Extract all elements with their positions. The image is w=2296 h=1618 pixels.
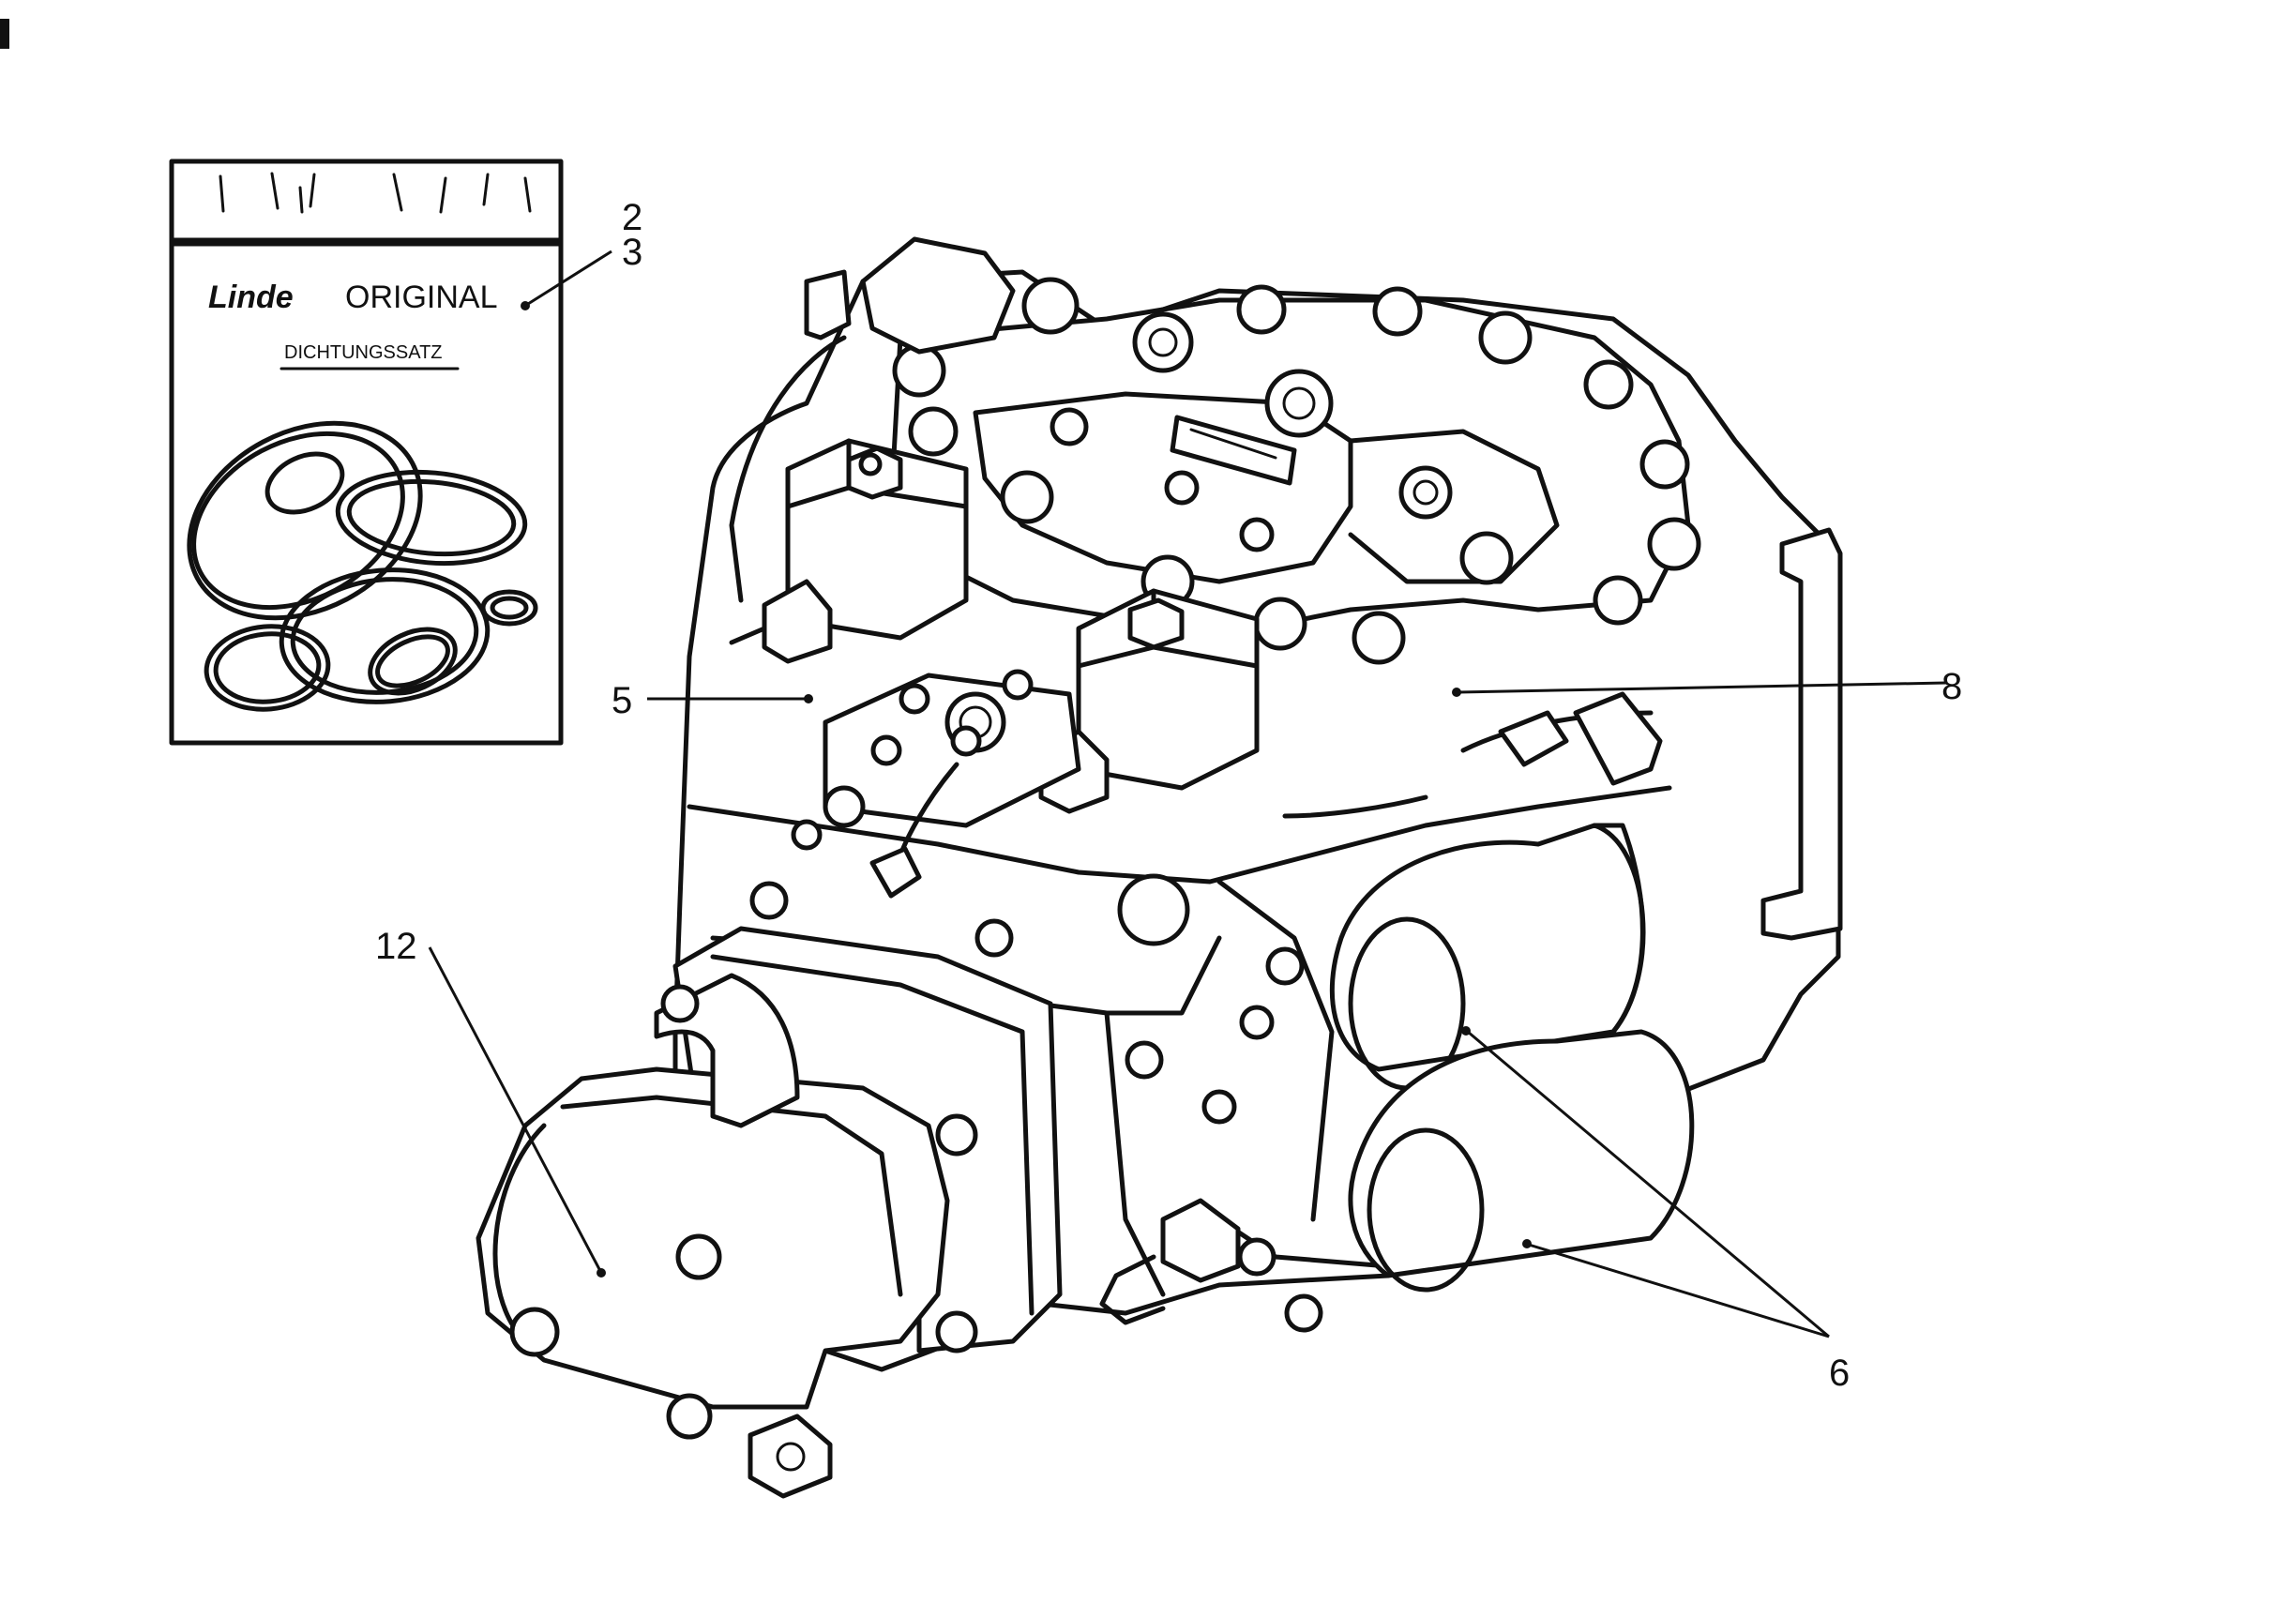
servo-cylinders <box>1329 823 1695 1293</box>
brand-logo: Linde <box>208 280 294 315</box>
callout-labels: 2 3 5 6 8 12 <box>375 197 1962 1394</box>
pump-assembly <box>476 236 1843 1499</box>
rear-flange <box>1760 527 1843 941</box>
callout-2: 2 <box>622 197 642 238</box>
callout-leaders <box>428 250 1947 1338</box>
seal-kit-bag: Linde ORIGINAL DICHTUNGSSATZ <box>169 159 564 746</box>
bag-outline <box>169 159 564 746</box>
adjustment-motor <box>476 926 1063 1499</box>
pipe-stub <box>804 269 852 340</box>
callout-3: 3 <box>622 232 642 273</box>
corner-mark <box>0 19 9 49</box>
bag-crimp-marks <box>219 172 532 214</box>
solenoid-valve-right <box>1015 588 1260 814</box>
manifold-block <box>823 669 1081 828</box>
pressure-fitting <box>1099 1198 1241 1325</box>
callout-6: 6 <box>1829 1353 1850 1394</box>
solenoid-valve-left <box>729 438 969 664</box>
cover-boss <box>1348 429 1560 584</box>
bag-title: ORIGINAL <box>345 280 497 315</box>
callout-8: 8 <box>1941 666 1962 707</box>
top-left-bracket <box>860 236 1016 355</box>
o-rings <box>187 420 538 712</box>
callout-5: 5 <box>612 680 632 721</box>
hoses <box>729 335 1663 899</box>
callout-12: 12 <box>375 926 417 967</box>
bag-subtitle: DICHTUNGSSATZ <box>284 342 443 363</box>
